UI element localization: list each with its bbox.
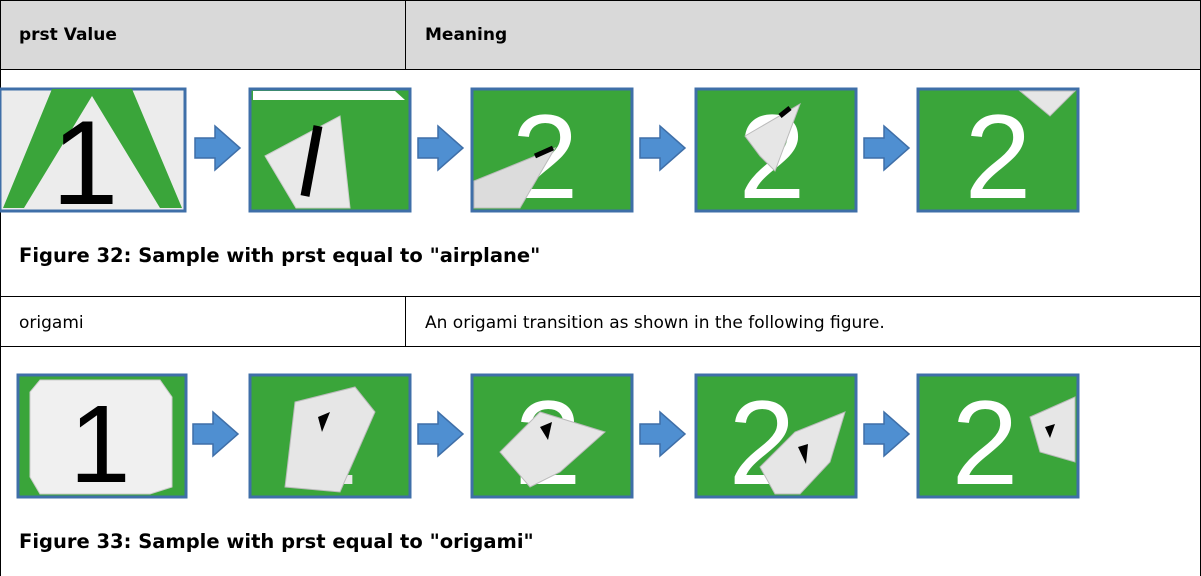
frame-image: 2 [470,373,634,502]
frame-digit: 1 [52,96,119,216]
figure-32-airplane-strip: 1 2 2 2 2 [0,87,1080,216]
row-divider-1 [0,296,1201,297]
frame-image: 2 [248,373,412,502]
frame-image: 2 [470,87,634,216]
figure-32-caption: Figure 32: Sample with prst equal to "ai… [19,244,541,267]
arrow-icon [639,410,687,458]
arrow-icon [863,410,911,458]
table-border-left [0,0,1,576]
row-meaning-origami: An origami transition as shown in the fo… [425,313,885,333]
row-col-divider [405,296,406,347]
arrow-icon [192,410,240,458]
frame-image: 1 [0,87,187,216]
figure-33-caption: Figure 33: Sample with prst equal to "or… [19,530,534,553]
frame-digit: 1 [69,383,130,502]
table-border-top [0,0,1201,1]
frame-image: 2 [248,87,412,213]
frame-image: 2 [694,87,858,216]
frame-image: 2 [694,373,858,502]
frame-digit: 2 [965,90,1032,216]
header-divider [0,69,1201,70]
frame-image: 2 [916,87,1080,216]
table-header [0,0,1201,69]
header-col-divider [405,0,406,69]
row-value-origami: origami [19,313,84,333]
arrow-icon [417,410,465,458]
arrow-icon [194,124,242,172]
arrow-icon [863,124,911,172]
figure-33-origami-strip: 1 2 2 2 2 [16,373,1080,502]
header-prst-value: prst Value [19,25,117,45]
frame-digit: 2 [952,376,1019,502]
row-divider-2 [0,346,1201,347]
arrow-icon [639,124,687,172]
frame-image: 2 [916,373,1080,502]
header-meaning: Meaning [425,25,508,45]
frame-image: 1 [16,373,188,502]
arrow-icon [417,124,465,172]
